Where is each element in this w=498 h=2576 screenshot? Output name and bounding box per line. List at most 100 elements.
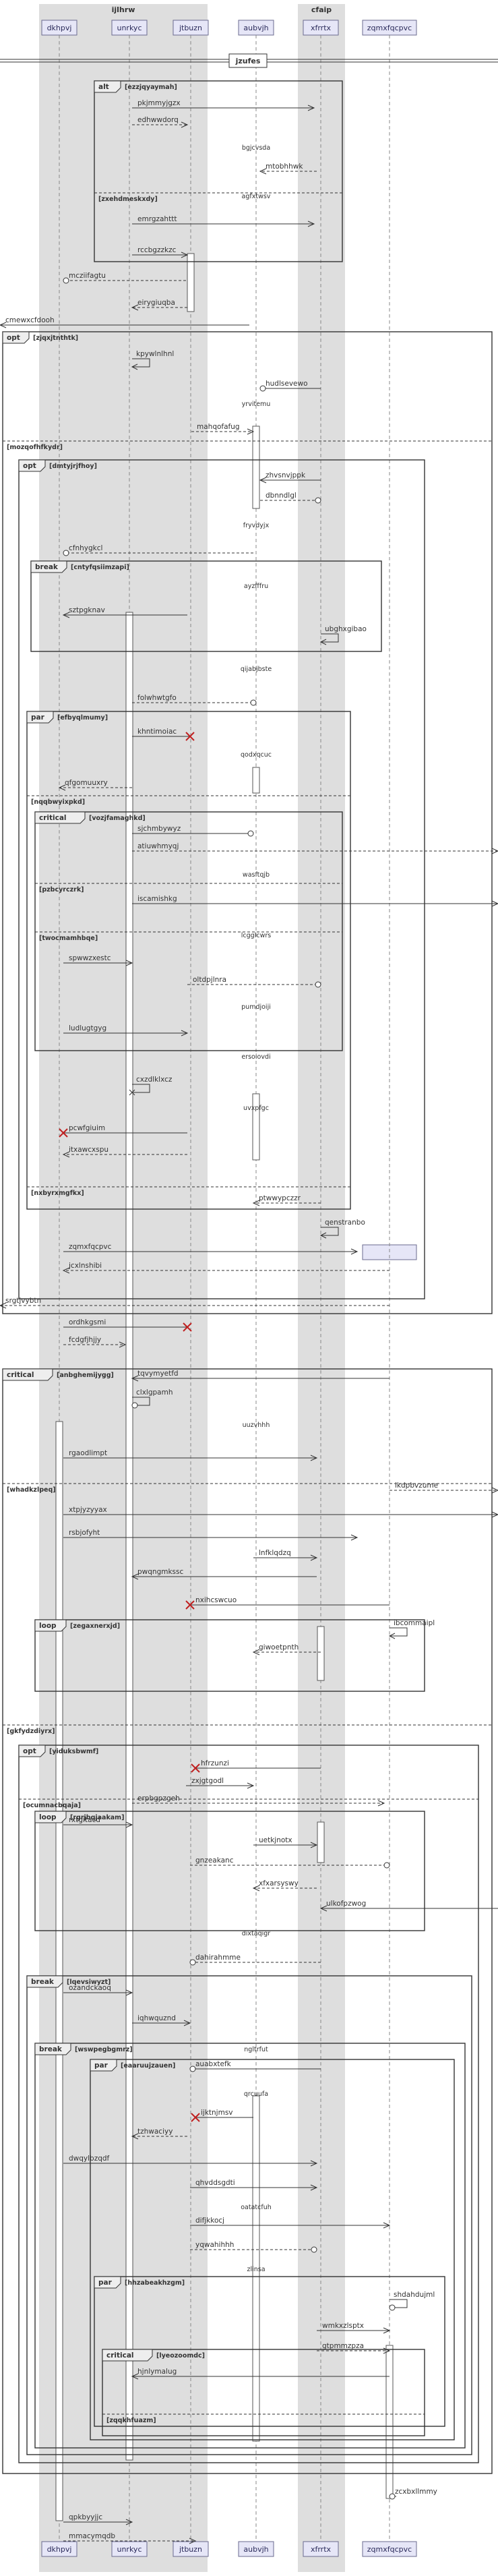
message[interactable]: wmkxzlsptx bbox=[317, 2322, 391, 2334]
message[interactable]: ayzfffru bbox=[244, 583, 268, 590]
message[interactable]: ozandckaoq bbox=[63, 1984, 133, 1996]
message[interactable]: eirygiuqba bbox=[131, 299, 187, 311]
message[interactable]: folwhwtgfo bbox=[132, 694, 257, 706]
message[interactable]: srgtjvybtn bbox=[0, 1297, 390, 1309]
message[interactable]: clxlgpamh bbox=[131, 1388, 173, 1409]
message[interactable]: xfxarsyswy bbox=[252, 1879, 317, 1892]
message[interactable]: mcziifagtu bbox=[63, 272, 186, 284]
message[interactable]: wasftqjb bbox=[243, 871, 270, 879]
message[interactable]: bgjcvsda bbox=[242, 144, 270, 152]
message[interactable]: dixtaqigr bbox=[242, 1930, 271, 1937]
message[interactable]: spwwzxestc bbox=[63, 954, 133, 966]
message[interactable]: ordhkgsmi bbox=[63, 1318, 192, 1332]
message[interactable]: lnfklqdzq bbox=[253, 1549, 318, 1561]
message[interactable]: zhvsnvjppk bbox=[259, 471, 321, 484]
message[interactable]: gnzeakanc bbox=[190, 1856, 390, 1869]
message[interactable]: ubghxgibao bbox=[319, 625, 367, 645]
message[interactable]: emrgzahttt bbox=[132, 215, 315, 227]
message[interactable]: oatatcfuh bbox=[241, 2204, 272, 2211]
message[interactable]: ijktnjmsv bbox=[191, 2109, 253, 2122]
message[interactable]: uuzvhhh bbox=[243, 1422, 270, 1429]
message[interactable]: fryvdyjx bbox=[243, 522, 270, 529]
participant-box[interactable] bbox=[238, 2541, 274, 2557]
message[interactable]: oltdpjlnra bbox=[187, 976, 321, 988]
message[interactable]: gtpmmzpza bbox=[317, 2342, 391, 2354]
message[interactable]: khntimoiac bbox=[132, 728, 195, 741]
message[interactable]: mahqofafug bbox=[191, 423, 255, 435]
message[interactable]: agfxtwsv bbox=[242, 193, 271, 200]
arrow-head bbox=[247, 1782, 255, 1789]
message[interactable]: sztpgknav bbox=[62, 606, 187, 618]
message[interactable]: mtobhhwk bbox=[259, 163, 317, 175]
message[interactable]: rgaodlimpt bbox=[63, 1449, 318, 1461]
message[interactable]: ptwwypczzr bbox=[252, 1194, 321, 1206]
message[interactable]: yrvitemu bbox=[242, 401, 271, 408]
participant-box[interactable] bbox=[111, 2541, 148, 2557]
message[interactable]: rccbgzzkzc bbox=[132, 246, 189, 258]
message[interactable]: itxawcxspu bbox=[62, 1146, 187, 1158]
message[interactable]: tqvymyetfd bbox=[131, 1370, 390, 1382]
message[interactable]: dwqylbzqdf bbox=[63, 2155, 318, 2167]
message[interactable]: dbnndlgl bbox=[260, 492, 321, 504]
message[interactable]: cmewxcfdooh bbox=[0, 316, 249, 328]
message[interactable]: pkjmmyjgzx bbox=[132, 99, 315, 111]
message[interactable]: shdahdujml bbox=[389, 2291, 435, 2311]
message[interactable]: ngltrfut bbox=[244, 2046, 268, 2053]
message[interactable]: tzhwaciyy bbox=[131, 2128, 187, 2140]
message[interactable]: cxzdlklxcz bbox=[129, 1076, 173, 1096]
message[interactable]: uetkjnotx bbox=[253, 1836, 318, 1848]
message[interactable]: zlinsa bbox=[247, 2266, 265, 2273]
message[interactable]: zqmxfqcpvc bbox=[63, 1243, 359, 1255]
message[interactable]: yqwahihhh bbox=[190, 2241, 317, 2253]
message[interactable]: qrcuufa bbox=[244, 2090, 268, 2098]
message[interactable]: jcxlnshibi bbox=[62, 1262, 390, 1274]
message[interactable]: auabxtefk bbox=[189, 2060, 321, 2072]
message[interactable]: xtpjyzyyax bbox=[63, 1506, 498, 1518]
message[interactable]: ludlugtgyg bbox=[63, 1024, 189, 1036]
message[interactable]: mmacymqdb bbox=[63, 2532, 197, 2544]
message[interactable]: qenstranbo bbox=[319, 1219, 365, 1239]
message[interactable]: iscamishkg bbox=[132, 895, 498, 907]
message[interactable]: ibcommaipl bbox=[388, 1619, 435, 1639]
message[interactable]: uvxpfgc bbox=[243, 1105, 269, 1112]
message[interactable]: kpywlnlhnl bbox=[131, 350, 174, 370]
message[interactable]: ersoiovdi bbox=[241, 1053, 270, 1061]
message[interactable]: dahirahmme bbox=[189, 1954, 321, 1966]
message[interactable]: ulkofpzwog bbox=[319, 1900, 498, 1912]
message[interactable]: fcdgfjhjjy bbox=[63, 1336, 127, 1348]
message[interactable]: qijabjbste bbox=[241, 666, 272, 673]
message[interactable]: hudlsevewo bbox=[259, 380, 321, 392]
participant-box[interactable] bbox=[303, 2541, 339, 2557]
message[interactable]: qfgomuuxry bbox=[58, 779, 132, 791]
message[interactable]: nxihcswcuo bbox=[185, 1596, 390, 1610]
message[interactable]: erpbgpzgeh bbox=[132, 1794, 385, 1807]
message[interactable]: qpkbyyjjc bbox=[63, 2513, 133, 2525]
message[interactable]: pcwfgiuim bbox=[59, 1124, 187, 1138]
message-label: pkjmmyjgzx bbox=[137, 99, 181, 107]
message-label: srgtjvybtn bbox=[5, 1297, 41, 1305]
participant-box[interactable] bbox=[173, 2541, 209, 2557]
message[interactable]: giwoetpnth bbox=[252, 1643, 321, 1656]
participant-box[interactable] bbox=[41, 2541, 77, 2557]
message[interactable]: zxjgtgodl bbox=[186, 1777, 255, 1789]
arrow-head bbox=[491, 848, 498, 854]
message[interactable]: hjnlymalug bbox=[131, 2368, 390, 2380]
message[interactable]: cfnhygkcl bbox=[63, 544, 253, 556]
message[interactable]: hfrzunzi bbox=[191, 1759, 321, 1773]
message[interactable]: rxtgitacd bbox=[63, 1816, 133, 1828]
message[interactable]: pumdjoiji bbox=[241, 1003, 271, 1011]
message[interactable]: iqhwquznd bbox=[132, 2014, 191, 2026]
message[interactable]: zcxbxllmmy bbox=[389, 2488, 437, 2500]
message[interactable]: ikdpbvzume bbox=[390, 1482, 498, 1494]
message[interactable]: qodxqcuc bbox=[241, 751, 272, 759]
message[interactable]: sjchmbywyz bbox=[132, 825, 254, 837]
message[interactable]: rsbjofyht bbox=[63, 1529, 359, 1541]
message[interactable]: lcgglcwrs bbox=[241, 932, 271, 939]
message[interactable]: edhwwdorq bbox=[132, 116, 189, 128]
message[interactable]: pwqngmkssc bbox=[131, 1568, 317, 1580]
message[interactable]: difjkkocj bbox=[190, 2217, 391, 2229]
message[interactable]: qhvddsgdti bbox=[190, 2179, 318, 2191]
participant-box[interactable] bbox=[362, 2541, 417, 2557]
message[interactable]: atiuwhmyqj bbox=[132, 842, 498, 854]
message-end-circle bbox=[250, 699, 257, 706]
